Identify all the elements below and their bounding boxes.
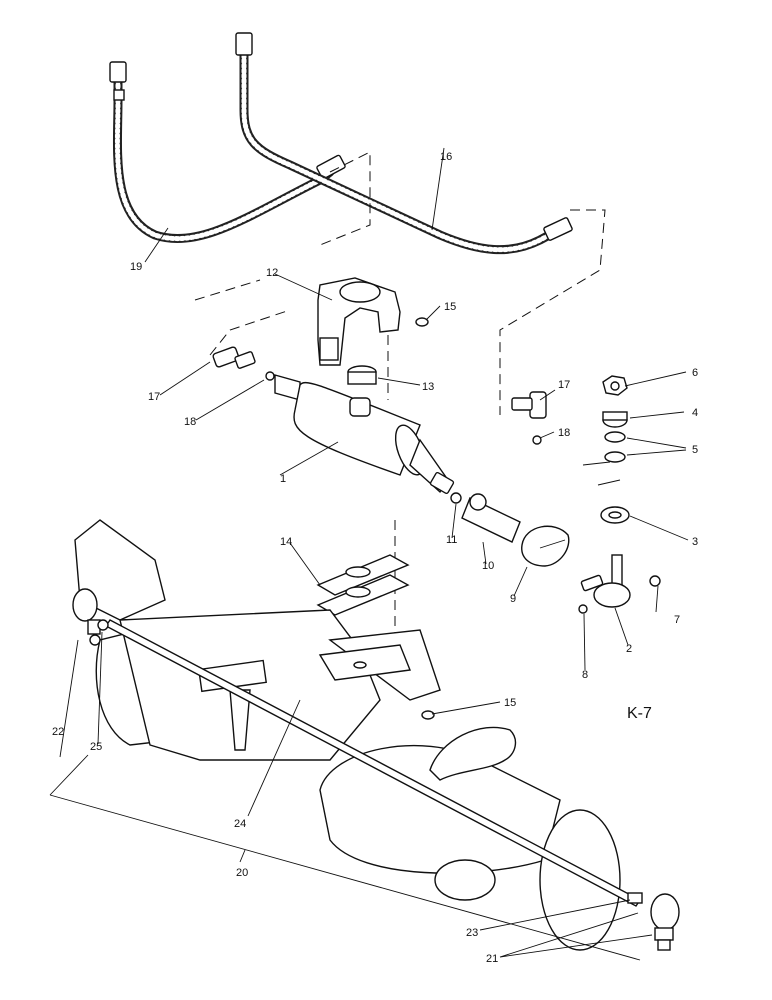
callout-21: 21	[486, 953, 498, 965]
callout-14: 14	[280, 536, 292, 548]
elbow-17-left	[212, 346, 256, 369]
callout-17-right: 17	[558, 379, 570, 391]
callout-11: 11	[446, 534, 457, 546]
hose-16	[235, 32, 573, 255]
callout-5: 5	[692, 444, 698, 456]
hose-connection-line-1	[319, 151, 371, 246]
washer-5b	[604, 451, 626, 463]
bushing-13-body	[347, 371, 377, 385]
reference-code: K-7	[627, 705, 652, 722]
callout-17-left: 17	[148, 391, 160, 403]
callout-7: 7	[674, 614, 680, 626]
screw-15-upper	[415, 317, 429, 327]
elbow-17-right	[511, 391, 547, 419]
callout-2: 2	[626, 643, 632, 655]
callout-18-left: 18	[184, 416, 196, 428]
clamp-25	[97, 619, 109, 631]
callout-22: 22	[52, 726, 64, 738]
oring-11	[450, 492, 462, 504]
callout-23: 23	[466, 927, 478, 939]
callout-20: 20	[236, 867, 248, 879]
callout-25: 25	[90, 741, 102, 753]
callout-13: 13	[422, 381, 434, 393]
screw-8	[578, 604, 588, 614]
washer-18-left	[265, 371, 275, 381]
callout-19: 19	[130, 261, 142, 273]
callout-3: 3	[692, 536, 698, 548]
callout-10: 10	[482, 560, 494, 572]
stack-centerline	[582, 461, 621, 486]
callout-15-upper: 15	[444, 301, 456, 313]
rod-end-10	[461, 493, 521, 543]
washer-4	[602, 411, 628, 428]
washer-5a	[604, 431, 626, 443]
hose-19	[109, 61, 346, 244]
callout-1: 1	[280, 473, 286, 485]
callout-9: 9	[510, 593, 516, 605]
hose-connection-line-2	[499, 209, 606, 415]
center-line	[387, 335, 396, 660]
leader-lines	[49, 147, 689, 961]
callout-18-right: 18	[558, 427, 570, 439]
screw-15-lower	[421, 710, 435, 720]
connection-line-3	[194, 279, 261, 301]
callout-24: 24	[234, 818, 246, 830]
callout-8: 8	[582, 669, 588, 681]
tie-rod-end-21	[650, 893, 680, 951]
callout-12: 12	[266, 267, 278, 279]
callout-16: 16	[440, 151, 452, 163]
nut-6	[602, 375, 628, 396]
tie-rod-end-22	[72, 588, 101, 646]
bracket-12	[317, 277, 401, 366]
seal-3	[600, 506, 630, 524]
axle-housing	[74, 519, 621, 951]
cylinder-1	[274, 374, 455, 495]
callout-4: 4	[692, 407, 698, 419]
clamp-23	[627, 892, 643, 904]
fitting-7	[649, 575, 661, 587]
callout-15-lower: 15	[504, 697, 516, 709]
connection-line-4	[209, 309, 291, 356]
callout-6: 6	[692, 367, 698, 379]
ball-joint-2	[580, 554, 631, 608]
washer-18-right	[532, 435, 542, 445]
clamp-9	[521, 525, 570, 567]
